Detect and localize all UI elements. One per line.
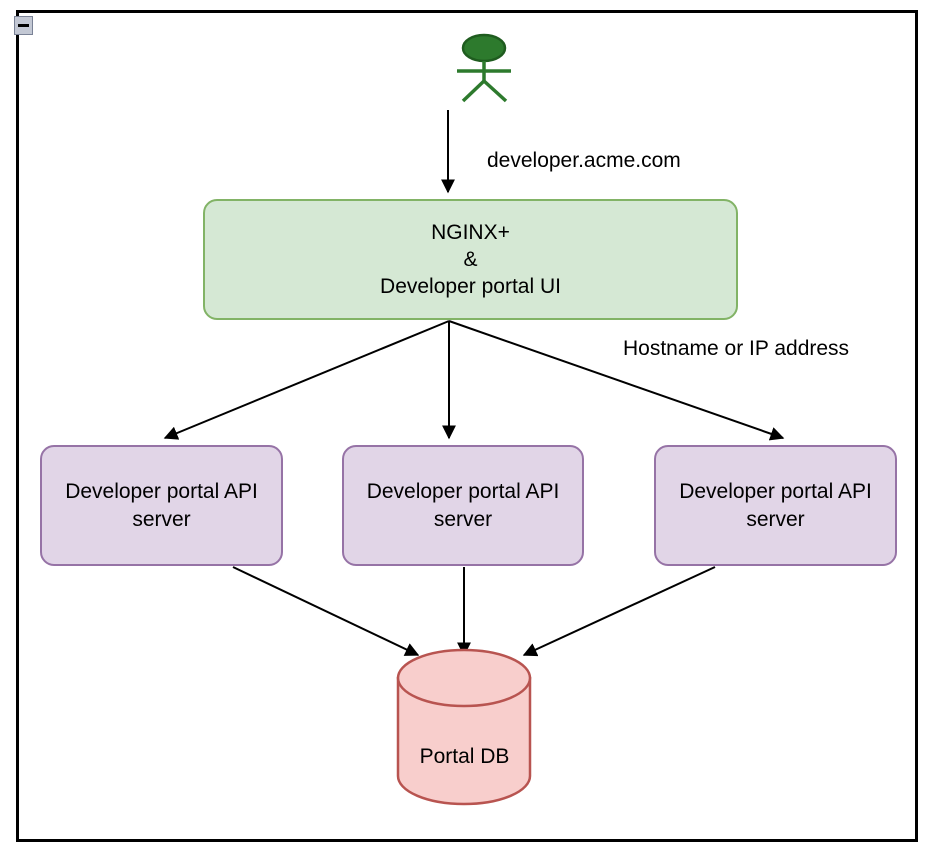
node-api-server-1-label: Developer portal API server [65,480,258,531]
node-db-label: Portal DB [419,745,510,768]
node-api-server-1[interactable]: Developer portal API server [40,445,283,566]
edge-label-developer-acme-com: developer.acme.com [487,149,681,172]
collapse-toggle-button[interactable] [14,16,33,35]
minimize-icon [18,24,29,27]
diagram-frame [16,10,918,842]
node-nginx-label: NGINX+ & Developer portal UI [380,220,561,299]
node-api-server-3-label: Developer portal API server [679,480,872,531]
node-api-server-3[interactable]: Developer portal API server [654,445,897,566]
node-nginx-developer-portal-ui[interactable]: NGINX+ & Developer portal UI [203,199,738,320]
edge-label-hostname-or-ip-address: Hostname or IP address [623,337,850,360]
node-api-server-2[interactable]: Developer portal API server [342,445,584,566]
node-api-server-2-label: Developer portal API server [366,480,560,531]
